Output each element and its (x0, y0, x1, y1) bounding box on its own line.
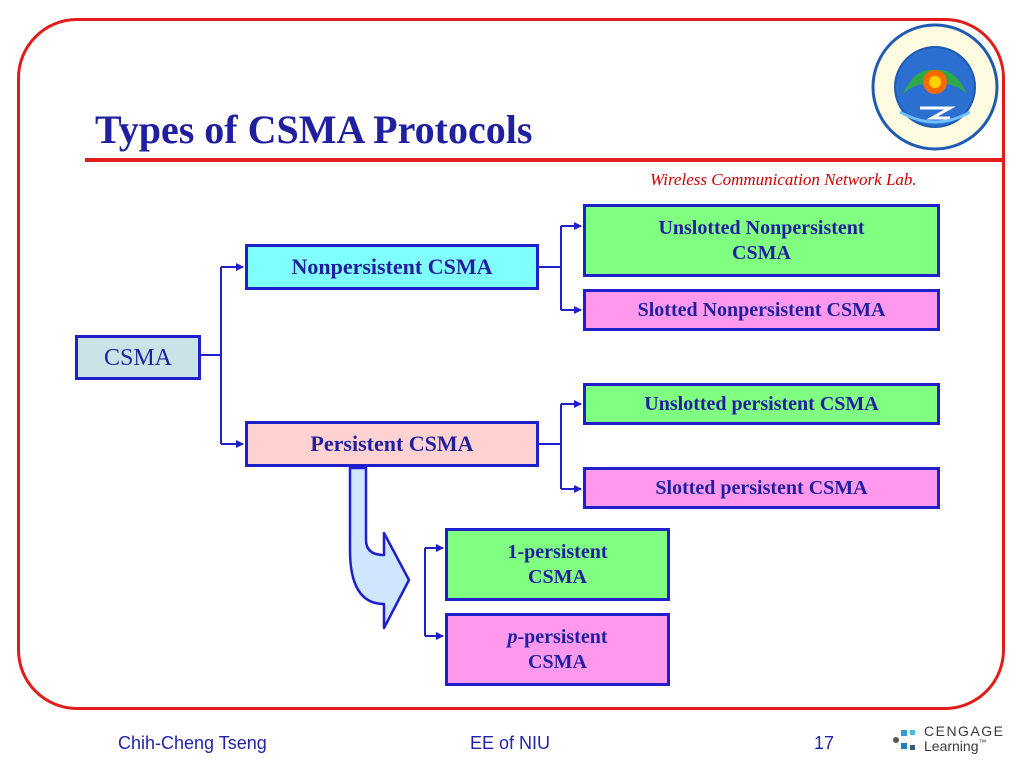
node-slotted-nonpersistent: Slotted Nonpersistent CSMA (583, 289, 940, 331)
node-nonpersistent: Nonpersistent CSMA (245, 244, 539, 290)
node-unslotted-nonpersistent-line1: Unslotted Nonpersistent (658, 216, 865, 239)
slide-frame (17, 18, 1005, 710)
university-seal (870, 22, 1000, 152)
node-csma-label: CSMA (103, 344, 173, 371)
footer-dept: EE of NIU (470, 733, 551, 753)
node-nonpersistent-label: Nonpersistent CSMA (291, 254, 493, 280)
node-1-persistent: 1-persistent CSMA (445, 528, 670, 601)
cengage-tm: ™ (978, 738, 987, 747)
cengage-mark-icon (893, 730, 915, 750)
footer-author: Chih-Cheng Tseng (118, 733, 267, 753)
curved-block-arrow (348, 466, 411, 630)
lab-caption: Wireless Communication Network Lab. (650, 170, 917, 189)
node-p-persistent: p-persistent CSMA (445, 613, 670, 686)
node-persistent-label: Persistent CSMA (310, 431, 474, 457)
node-unslotted-nonpersistent: Unslotted Nonpersistent CSMA (583, 204, 940, 277)
slide-title: Types of CSMA Protocols (95, 107, 533, 152)
node-1-persistent-line1: 1-persistent (507, 540, 608, 563)
node-p-persistent-italic: p (507, 625, 518, 648)
node-slotted-persistent-label: Slotted persistent CSMA (655, 476, 868, 499)
node-persistent: Persistent CSMA (245, 421, 539, 467)
cengage-logo: CENGAGE Learning™ (890, 722, 1014, 756)
node-unslotted-persistent-label: Unslotted persistent CSMA (644, 392, 879, 415)
cengage-word: CENGAGE (924, 723, 1005, 739)
node-csma: CSMA (75, 335, 201, 380)
node-p-persistent-line2: CSMA (528, 650, 587, 673)
node-1-persistent-line2: CSMA (528, 565, 587, 588)
title-underline (85, 158, 1003, 162)
node-p-persistent-rest: -persistent (517, 625, 608, 648)
footer-page-number: 17 (814, 733, 835, 753)
cengage-sub: Learning (924, 738, 979, 754)
node-unslotted-persistent: Unslotted persistent CSMA (583, 383, 940, 425)
node-slotted-persistent: Slotted persistent CSMA (583, 467, 940, 509)
node-slotted-nonpersistent-label: Slotted Nonpersistent CSMA (637, 298, 886, 321)
node-unslotted-nonpersistent-line2: CSMA (732, 241, 791, 264)
